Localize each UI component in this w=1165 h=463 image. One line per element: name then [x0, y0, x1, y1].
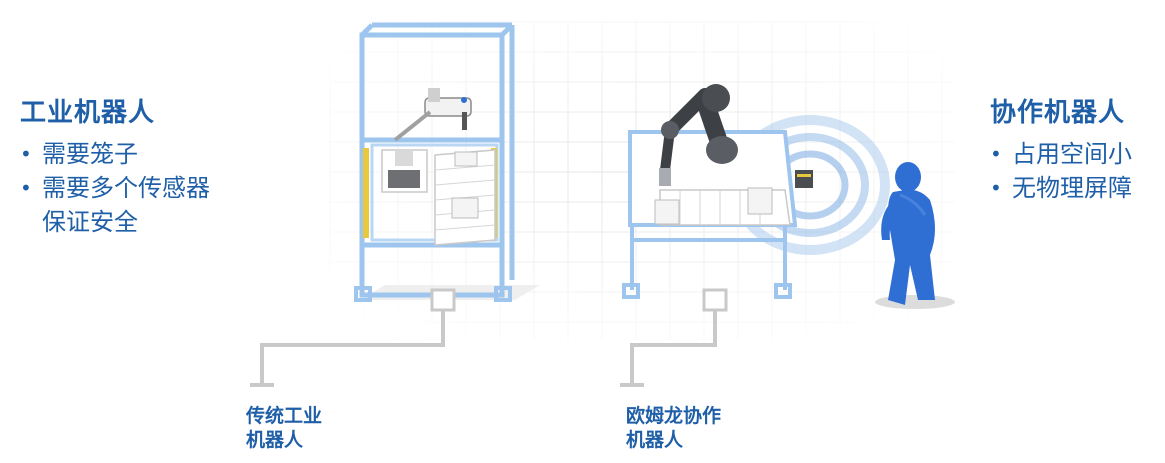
collaborative-robot-icon	[622, 84, 890, 312]
connector-omron	[620, 310, 717, 387]
traditional-robot-caption: 传统工业 机器人	[246, 404, 322, 452]
industrial-bullet-1-text: 需要笼子	[42, 140, 138, 168]
collaborative-bullet-1-text: 占用空间小	[1012, 140, 1132, 168]
bullet-dot: •	[20, 142, 32, 166]
industrial-bullet-2-text: 需要多个传感器 保证安全	[42, 171, 210, 239]
omron-caption-line-1: 欧姆龙协作	[626, 405, 722, 427]
bullet-dot: •	[20, 176, 32, 200]
industrial-bullet-1: • 需要笼子	[20, 137, 210, 171]
traditional-caption-line-1: 传统工业	[246, 405, 323, 427]
industrial-robot-title: 工业机器人	[20, 98, 156, 128]
industrial-bullet-2-line-1: 需要多个传感器	[42, 174, 210, 202]
bullet-dot: •	[990, 142, 1002, 166]
omron-robot-caption: 欧姆龙协作 机器人	[626, 404, 721, 452]
omron-caption-line-2: 机器人	[626, 429, 684, 451]
bullet-dot: •	[990, 176, 1002, 200]
human-operator-icon	[875, 162, 955, 309]
industrial-robot-info: 工业机器人 • 需要笼子 • 需要多个传感器 保证安全	[20, 92, 210, 239]
collaborative-robot-title: 协作机器人	[990, 98, 1126, 128]
traditional-robot-cell-icon	[354, 22, 540, 312]
connector-traditional	[250, 310, 445, 387]
collaborative-bullet-2: • 无物理屏障	[990, 171, 1132, 205]
traditional-caption-line-2: 机器人	[246, 429, 304, 451]
industrial-bullet-2-line-2: 保证安全	[42, 208, 138, 236]
industrial-bullet-2: • 需要多个传感器 保证安全	[20, 171, 210, 239]
collaborative-bullet-2-text: 无物理屏障	[1012, 174, 1132, 202]
collaborative-robot-info: 协作机器人 • 占用空间小 • 无物理屏障	[990, 92, 1132, 205]
collaborative-bullet-1: • 占用空间小	[990, 137, 1132, 171]
